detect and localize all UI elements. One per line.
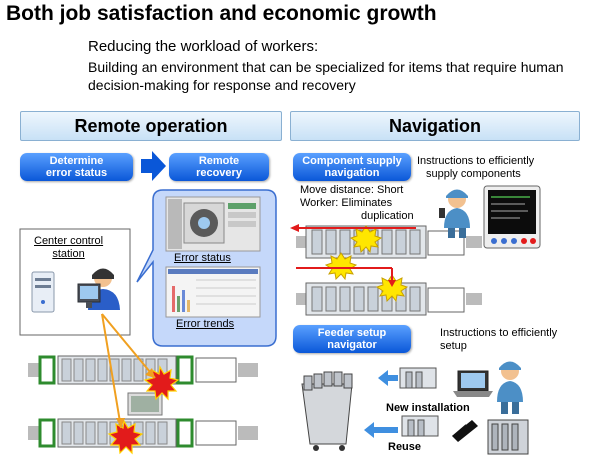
remote-recovery-step: Remote recovery bbox=[169, 153, 269, 181]
component-supply-description: Instructions to efficiently supply compo… bbox=[417, 155, 534, 181]
setup-arrow-icon bbox=[364, 422, 398, 438]
feeder-stack-icon bbox=[487, 419, 529, 455]
remote-line-1 bbox=[28, 355, 258, 385]
error-status-screen bbox=[165, 196, 261, 252]
step-label-line1: Remote bbox=[198, 155, 240, 167]
step-label-line1: Determine bbox=[49, 155, 104, 167]
step-label-line2: error status bbox=[45, 167, 108, 179]
supply-route-arrows bbox=[296, 227, 416, 281]
remote-operation-header: Remote operation bbox=[20, 111, 282, 141]
error-trends-screen bbox=[165, 266, 261, 318]
navigation-header: Navigation bbox=[290, 111, 580, 141]
page-title: Both job satisfaction and economic growt… bbox=[6, 2, 437, 25]
description: Building an environment that can be spec… bbox=[88, 59, 564, 93]
alert-burst-icon bbox=[107, 419, 144, 455]
nav-label-line1: Component supply bbox=[302, 155, 402, 167]
feeder-cart-icon bbox=[301, 371, 353, 451]
step-label-line2: recovery bbox=[196, 167, 242, 179]
server-icon bbox=[31, 271, 55, 313]
move-distance-text: Move distance: Short bbox=[300, 184, 404, 196]
feeder-unit-icon bbox=[399, 367, 439, 437]
remote-line-2 bbox=[28, 418, 258, 448]
tablet-screen bbox=[483, 185, 541, 249]
desc-line1: Instructions to efficiently bbox=[440, 327, 558, 339]
desc-line1: Instructions to efficiently bbox=[417, 155, 535, 167]
new-installation-label: New installation bbox=[386, 402, 470, 414]
reuse-label: Reuse bbox=[388, 441, 422, 453]
center-station-line1: Center control bbox=[34, 235, 104, 247]
highlight-burst-icon bbox=[349, 225, 383, 254]
setup-arrow-icon bbox=[378, 370, 398, 386]
center-station-line2: station bbox=[52, 248, 85, 260]
worker-icon bbox=[439, 189, 470, 238]
nav-label-line1: Feeder setup bbox=[317, 327, 387, 339]
center-station-label: Center control station bbox=[34, 235, 103, 261]
worker-eliminates-text: Worker: Eliminates bbox=[300, 197, 393, 209]
desc-line2: supply components bbox=[426, 168, 521, 180]
highlight-burst-icon bbox=[375, 274, 409, 303]
laptop-icon bbox=[453, 370, 493, 397]
desc-line2: setup bbox=[440, 340, 467, 352]
remote-command-arrows bbox=[101, 313, 156, 429]
feeder-setup-navigator: Feeder setup navigator bbox=[293, 325, 411, 353]
operator-icon bbox=[77, 268, 120, 310]
highlight-burst-icon bbox=[324, 252, 358, 281]
nav-label-line2: navigation bbox=[324, 167, 380, 179]
subtitle: Reducing the workload of workers: bbox=[88, 38, 319, 55]
worker-icon bbox=[497, 361, 523, 414]
step-arrow-icon bbox=[141, 151, 166, 181]
feeder-setup-description: Instructions to efficiently setup bbox=[440, 327, 557, 353]
component-supply-navigation: Component supply navigation bbox=[293, 153, 411, 181]
nav-label-line2: navigator bbox=[327, 339, 377, 351]
determine-error-status-step: Determine error status bbox=[20, 153, 133, 181]
duplication-text: duplication bbox=[361, 210, 414, 222]
error-trends-label: Error trends bbox=[176, 318, 235, 330]
error-status-label: Error status bbox=[174, 252, 231, 264]
